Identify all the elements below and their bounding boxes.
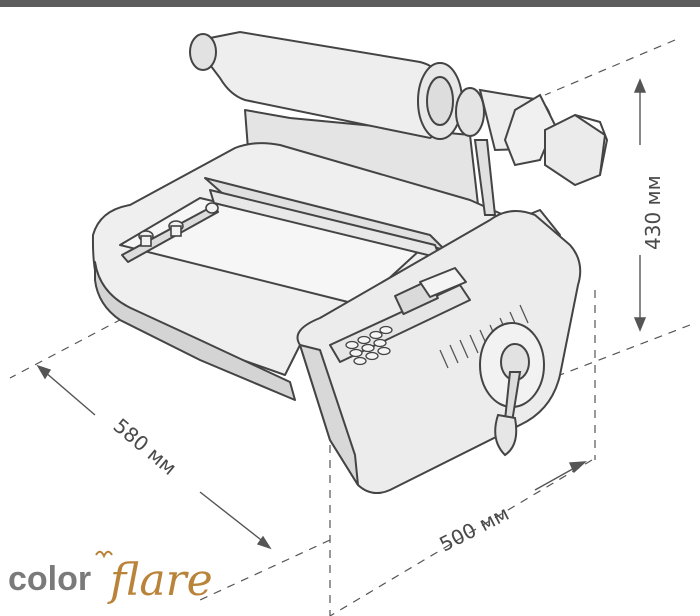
dimension-guides bbox=[9, 39, 691, 616]
keypad bbox=[345, 325, 393, 366]
brand-logo-part2: flare bbox=[107, 555, 213, 606]
height-label: 430 мм bbox=[641, 175, 665, 250]
dimension-arrows bbox=[36, 78, 647, 550]
top-bar bbox=[0, 0, 700, 7]
film-roll bbox=[189, 30, 609, 216]
brand-logo-part1: color bbox=[8, 560, 91, 598]
tray-knobs bbox=[138, 202, 219, 247]
brand-logo: color flare bbox=[8, 550, 213, 606]
depth-label: 580 мм bbox=[109, 413, 182, 479]
width-label: 500 мм bbox=[435, 501, 512, 556]
crank-knob bbox=[479, 322, 545, 457]
